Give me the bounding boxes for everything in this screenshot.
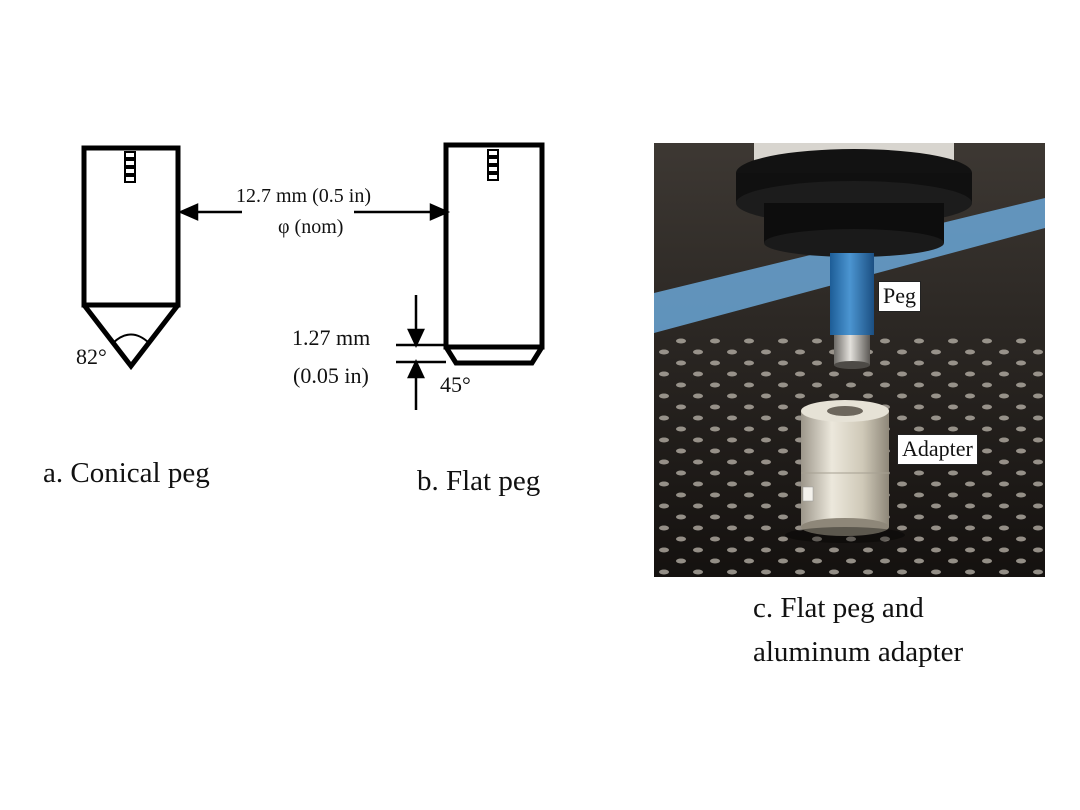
photo-label-adapter: Adapter <box>897 434 978 465</box>
chamfer-arrows <box>396 295 446 410</box>
conical-angle-arc <box>112 333 150 344</box>
flat-peg-thread-icon <box>487 149 499 181</box>
chamfer-label-line1: 1.27 mm <box>292 325 371 350</box>
diameter-label-line1: 12.7 mm (0.5 in) <box>236 185 371 207</box>
conical-angle-label: 82° <box>76 344 107 369</box>
caption-c-line1: c. Flat peg and <box>753 592 924 624</box>
photo-label-peg: Peg <box>878 281 921 312</box>
conical-peg-drawing <box>81 145 181 371</box>
peg-adapter-photo <box>654 143 1045 577</box>
caption-b: b. Flat peg <box>417 465 541 497</box>
flat-peg-drawing <box>443 142 545 366</box>
diameter-label-line2: φ (nom) <box>278 216 344 238</box>
flat-angle-label: 45° <box>440 372 471 397</box>
caption-a: a. Conical peg <box>43 457 210 489</box>
caption-c-line2: aluminum adapter <box>753 636 964 668</box>
conical-peg-thread-icon <box>124 151 136 183</box>
diameter-arrows <box>177 203 451 221</box>
photo-illustration <box>654 143 1045 577</box>
chamfer-label-line2: (0.05 in) <box>293 363 369 388</box>
